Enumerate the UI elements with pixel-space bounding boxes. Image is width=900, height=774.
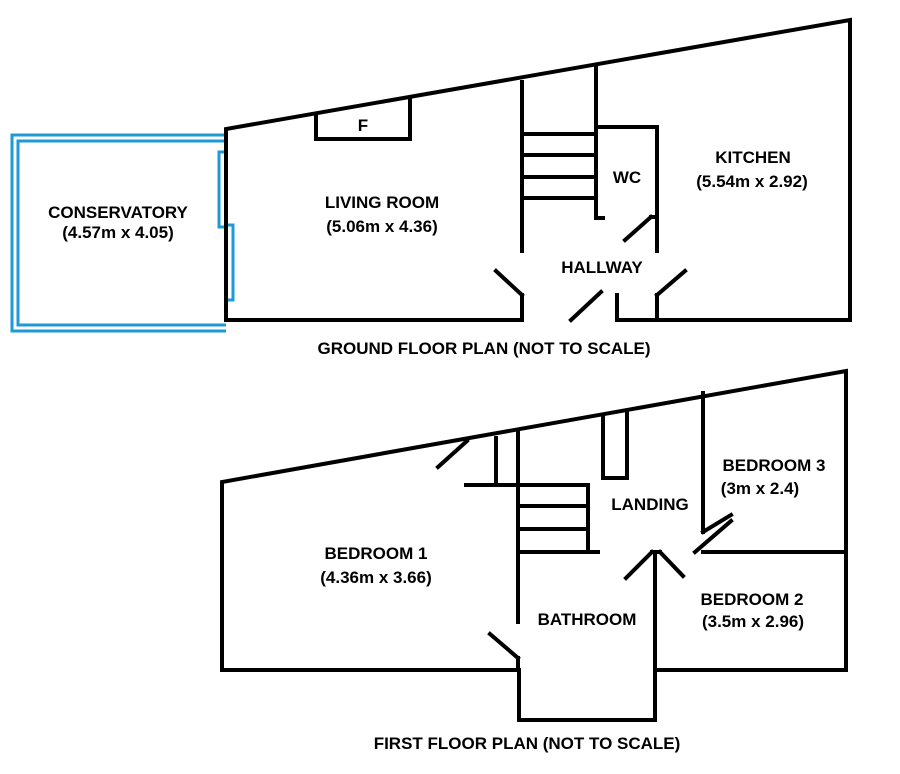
conservatory-outline <box>10 133 235 333</box>
ground-floor-staircase <box>520 66 605 253</box>
bedroom3-label: BEDROOM 3 <box>723 456 826 475</box>
fireplace-label: F <box>358 116 368 135</box>
conservatory-size: (4.57m x 4.05) <box>62 223 174 242</box>
bedroom3-size: (3m x 2.4) <box>721 479 799 498</box>
ground-floor-caption: GROUND FLOOR PLAN (NOT TO SCALE) <box>317 339 650 358</box>
bedroom2-label: BEDROOM 2 <box>701 590 804 609</box>
kitchen-size: (5.54m x 2.92) <box>696 172 808 191</box>
landing-label: LANDING <box>611 495 688 514</box>
ground-floor-outer-walls <box>224 17 852 322</box>
first-floor-partitions <box>516 391 848 672</box>
conservatory-label: CONSERVATORY <box>48 203 188 222</box>
hallway-label: HALLWAY <box>561 258 643 277</box>
ground-floor-doors <box>493 268 688 323</box>
first-floor-plan: BEDROOM 1 (4.36m x 3.66) LANDING BEDROOM… <box>220 368 848 753</box>
first-floor-doors <box>435 438 734 672</box>
wc-walls <box>594 125 659 253</box>
first-floor-staircase <box>464 409 629 554</box>
bedroom1-label: BEDROOM 1 <box>325 544 428 563</box>
living-room-label: LIVING ROOM <box>325 193 439 212</box>
living-room-size: (5.06m x 4.36) <box>326 217 438 236</box>
first-floor-caption: FIRST FLOOR PLAN (NOT TO SCALE) <box>374 734 681 753</box>
first-floor-outer-walls <box>220 368 848 722</box>
bedroom2-size: (3.5m x 2.96) <box>702 612 804 631</box>
kitchen-label: KITCHEN <box>715 148 791 167</box>
wc-label: WC <box>613 168 641 187</box>
ground-floor-plan: F CONSERVATORY <box>10 17 852 358</box>
fireplace: F <box>314 98 412 141</box>
bedroom1-size: (4.36m x 3.66) <box>320 568 432 587</box>
bathroom-label: BATHROOM <box>538 610 637 629</box>
